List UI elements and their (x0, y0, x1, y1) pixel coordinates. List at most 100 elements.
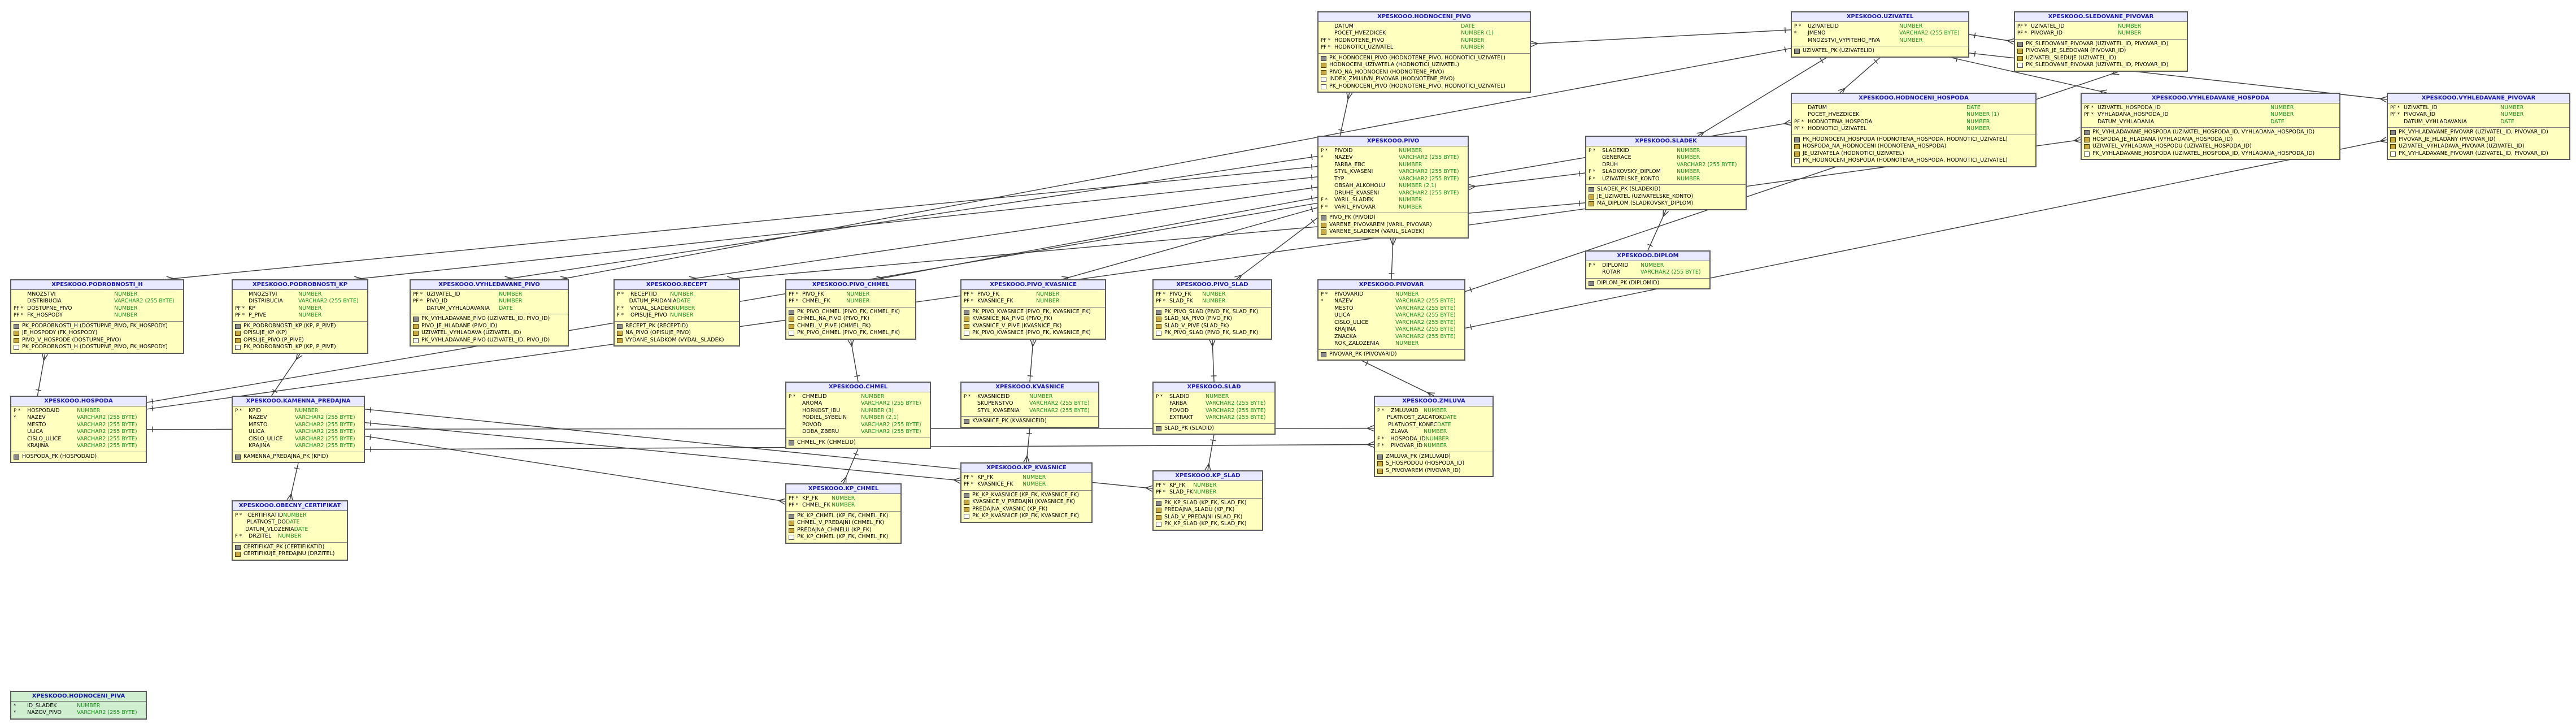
crows-foot-mark (2379, 96, 2387, 99)
key-row: UZIVATEL_VYHLADAVA_PIVOVAR (UZIVATEL_ID) (2390, 143, 2567, 150)
key-row: VARENE_PIVOVAREM (VARIL_PIVOVAR) (1321, 222, 1465, 229)
key-row: PK_VYHLADAVANE_HOSPODA (UZIVATEL_HOSPODA… (2084, 129, 2337, 136)
entity-title: XPESKOOO.ZMLUVA (1375, 397, 1492, 406)
pk-key-icon (2390, 130, 2396, 135)
key-list: KVASNICE_PK (KVASNICEID) (961, 417, 1098, 427)
column-flag (1589, 162, 1602, 169)
column-name: TYP (1334, 175, 1344, 182)
relationship-line (354, 176, 1318, 280)
relationship-line (1235, 218, 1318, 280)
column-name: KP (249, 305, 255, 311)
key-row: PK_PODROBNOSTI_KP (KP, P_PIVE) (235, 344, 365, 351)
column-name: DATUM (1808, 104, 1827, 111)
key-name: PK_VYHLADAVANE_PIVOVAR (UZIVATEL_ID, PIV… (2399, 129, 2548, 135)
column-name: MNOZSTVI_VYPITEHO_PIVA (1808, 37, 1881, 44)
column-name: SLADKOVSKY_DIPLOM (1602, 168, 1661, 175)
column-flag: PF * (2084, 112, 2094, 118)
column-name: HODNOTENA_HOSPODA (1808, 118, 1873, 125)
column-flag (235, 526, 245, 534)
relationship-line (843, 448, 859, 484)
column-type: NUMBER (114, 305, 138, 311)
column-name: KRAJINA (249, 443, 271, 449)
key-list: PK_PIVO_SLAD (PIVO_FK, SLAD_FK)SLAD_NA_P… (1154, 308, 1271, 339)
column-flag: F * (235, 534, 242, 539)
column-type: NUMBER (3) (861, 407, 894, 414)
relationship-line (877, 197, 1318, 280)
column-flag (789, 422, 802, 429)
entity-title: XPESKOOO.HODNOCENI_PIVO (1319, 12, 1530, 22)
column-type: NUMBER (846, 291, 870, 297)
column-flag (235, 298, 249, 305)
crows-foot-mark (1234, 275, 1242, 278)
column-name: PIVOID (1334, 147, 1353, 154)
pk-key-icon (789, 309, 794, 315)
fk-key-icon (1377, 461, 1383, 466)
key-row: PK_SLEDOVANE_PIVOVAR (UZIVATEL_ID, PIVOV… (2017, 62, 2185, 69)
key-list: PK_VYHLADAVANE_HOSPODA (UZIVATEL_HOSPODA… (2082, 128, 2339, 159)
column-type: VARCHAR2 (255 BYTE) (1399, 154, 1459, 161)
crows-foot-mark (2112, 73, 2120, 75)
key-row: PK_HODNOCENI_HOSPODA (HODNOTENA_HOSPODA,… (1794, 157, 2033, 164)
key-row: PK_HODNOCENI_HOSPODA (HODNOTENA_HOSPODA,… (1794, 136, 2033, 144)
column-flag: P * (1321, 291, 1328, 297)
column-name: NAZEV (1334, 154, 1353, 161)
key-row: PIVOVAR_PK (PIVOVARID) (1321, 351, 1462, 358)
column-name: ZLAVA (1391, 428, 1408, 435)
column-flag: F * (1321, 197, 1328, 203)
column-type: NUMBER (1899, 23, 1923, 29)
crows-foot-mark (1208, 464, 1211, 471)
pk-key-icon (2017, 41, 2023, 47)
column-type: VARCHAR2 (255 BYTE) (77, 414, 137, 421)
entity-title: XPESKOOO.UZIVATEL (1792, 12, 1968, 22)
relationship-line (271, 353, 301, 396)
column-type: NUMBER (1395, 291, 1419, 297)
column-name: PLATNOST_ZACATOK (1387, 414, 1443, 421)
column-name: VYHLADANA_HOSPODA_ID (2098, 111, 2169, 118)
crows-foot-mark (689, 276, 697, 279)
column-name: DATUM (1334, 23, 1354, 29)
key-name: PK_KP_SLAD (KP_FK, SLAD_FK) (1164, 521, 1247, 527)
